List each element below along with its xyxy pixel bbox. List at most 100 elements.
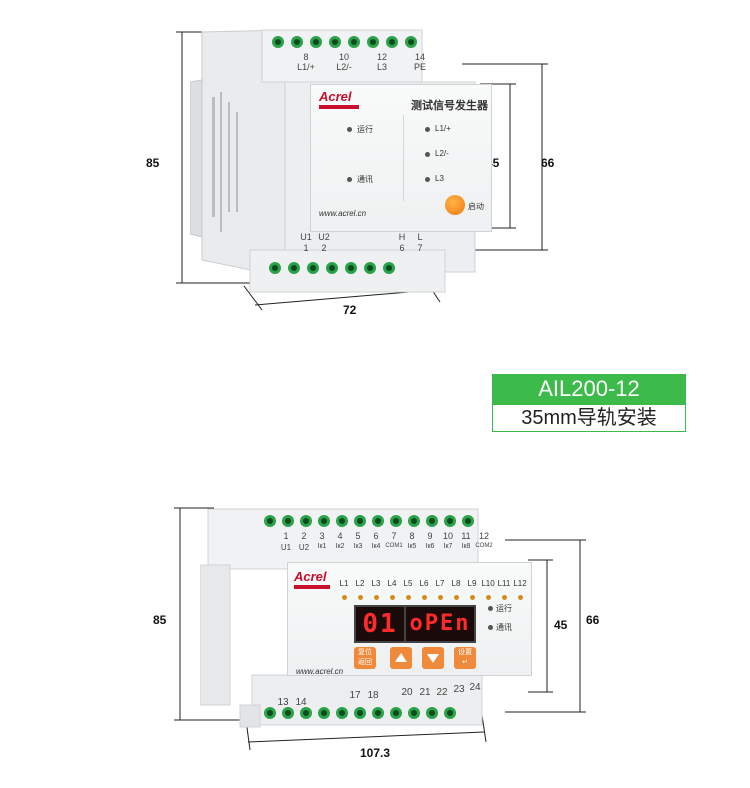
device2-line-led [374, 595, 379, 600]
device2-height-label: 85 [153, 613, 167, 627]
device2-led-label: L12 [513, 579, 527, 588]
device1-title: 测试信号发生器 [411, 100, 488, 112]
device2-led-row [336, 595, 523, 601]
device2-depth-label: 66 [586, 613, 600, 627]
device2-terminal-num: 4 [337, 531, 343, 541]
device2-bottom-terminal-num: 23 [453, 684, 465, 695]
device1-comm-label: 通讯 [357, 175, 373, 184]
device1-terminal-label: L2/- [336, 62, 352, 72]
device2-terminal-num: 9 [427, 531, 433, 541]
device1-terminal-num: 8 [303, 52, 309, 62]
device2-dimension-lines [174, 507, 586, 751]
device2-bottom-terminal-num: 17 [349, 690, 361, 701]
device2-led-label: L10 [481, 579, 495, 588]
device2-terminal-num: 1 [283, 531, 289, 541]
device1-bottom-terminal-num: 1 [303, 243, 309, 253]
device2-bottom-terminal-num: 22 [436, 687, 448, 698]
device1-terminal-num: 14 [414, 52, 425, 62]
device2-terminal-label: COM2 [475, 543, 493, 549]
device2-line-led [502, 595, 507, 600]
device2-terminal-label: Iк8 [461, 543, 471, 550]
device1-l3-led [425, 177, 430, 182]
device2-bottom-terminal-num: 20 [401, 687, 413, 698]
device2-run-label: 运行 [496, 604, 512, 613]
device1-bottom-terminal-top: L [417, 232, 423, 242]
device2-line-led [486, 595, 491, 600]
device2-terminal-num: 2 [301, 531, 307, 541]
device2-line-led [422, 595, 427, 600]
device1-terminal-label: L1/+ [297, 62, 315, 72]
device2-status-display: oPEn [404, 605, 476, 643]
device2-terminal-label: U1 [280, 543, 292, 552]
mount-tag: 35mm导轨安装 [492, 404, 686, 432]
device2-panel-height-label: 45 [554, 618, 568, 632]
device2-led-label: L7 [435, 579, 445, 588]
device1-terminal-label: PE [413, 62, 426, 72]
model-tag: AIL200-12 [492, 374, 686, 404]
device2-brand-bar [294, 585, 330, 589]
device2-line-led [454, 595, 459, 600]
up-arrow-icon [395, 653, 407, 662]
device2-up-button[interactable] [390, 647, 412, 669]
device1-bottom-terminal-num: 6 [399, 243, 405, 253]
device1-l3-label: L3 [435, 174, 444, 183]
device1-run-led [347, 127, 352, 132]
device2-terminal-num: 11 [461, 531, 471, 541]
device2-width-label: 107.3 [360, 746, 391, 760]
device2-led-label-row: L1 L2 L3 L4 L5 L6 L7 L8 L9 L10 L11 L12 [336, 579, 527, 591]
device2-terminal-num: 10 [442, 531, 453, 541]
device2-comm-led [488, 625, 493, 630]
device1-bottom-terminal-top: H [398, 232, 406, 242]
device2-line-led [358, 595, 363, 600]
device2-led-label: L1 [339, 579, 349, 588]
device2-led-label: L3 [371, 579, 381, 588]
device1-start-label: 启动 [468, 202, 484, 211]
device1-brand-logo: Acrel [319, 89, 352, 104]
device2-terminal-num: 6 [373, 531, 379, 541]
device2-terminal-label: U2 [298, 543, 310, 552]
device1-front-panel: Acrel 测试信号发生器 运行 通讯 L1/+ L2/- L3 www.acr… [310, 84, 492, 232]
device2-bottom-terminal-num: 21 [419, 687, 431, 698]
device2-led-label: L6 [419, 579, 429, 588]
device1-run-label: 运行 [357, 125, 373, 134]
device1-start-button[interactable] [445, 195, 465, 215]
device2-led-label: L8 [451, 579, 461, 588]
device2-channel-display: 01 [354, 605, 406, 643]
device1-depth-label: 66 [541, 156, 555, 170]
device2-led-label: L5 [403, 579, 413, 588]
device2-website: www.acrel.cn [296, 667, 344, 676]
device2-terminal-label: COM1 [385, 543, 403, 549]
device1-brand-bar [319, 105, 359, 109]
device2-line-led [470, 595, 475, 600]
device1-website: www.acrel.cn [319, 209, 367, 218]
device2-reset-button[interactable]: 复位 返回 [354, 647, 376, 669]
device2-terminal-num: 5 [355, 531, 361, 541]
device2-line-led [390, 595, 395, 600]
device2-terminal-num: 12 [478, 531, 489, 541]
device2-front-panel: Acrel L1 L2 L3 L4 L5 L6 L7 L8 L9 L10 L11… [287, 562, 532, 676]
device2-down-button[interactable] [422, 647, 444, 669]
device2-terminal-label: Iк6 [425, 543, 435, 550]
device2-line-led [438, 595, 443, 600]
device2-bottom-terminal-num: 24 [469, 682, 481, 693]
device2-brand-logo: Acrel [294, 569, 327, 584]
device2-terminal-label: Iк4 [371, 543, 381, 550]
device2-terminal-num: 7 [391, 531, 397, 541]
device2-line-led [518, 595, 523, 600]
device1-bottom-terminal-num: 7 [417, 243, 423, 253]
device2-bottom-terminal-num: 18 [367, 690, 379, 701]
device1-width-label: 72 [343, 303, 357, 317]
device2-comm-label: 通讯 [496, 623, 512, 632]
device1-bottom-terminal-top: U2 [318, 232, 330, 242]
device1-l2-led [425, 152, 430, 157]
device2-set-button[interactable]: 设置 ↵ [454, 647, 476, 669]
device2-terminal-label: Iк1 [317, 543, 327, 550]
down-arrow-icon [427, 654, 439, 663]
device1-l2-label: L2/- [435, 149, 449, 158]
device2-terminal-label: Iк2 [335, 543, 345, 550]
device1-terminal-num: 12 [376, 52, 387, 62]
device2-terminal-num: 3 [319, 531, 325, 541]
device2-housing [200, 508, 483, 728]
device1-terminal-label: L3 [376, 62, 387, 72]
device1-height-label: 85 [146, 156, 160, 170]
